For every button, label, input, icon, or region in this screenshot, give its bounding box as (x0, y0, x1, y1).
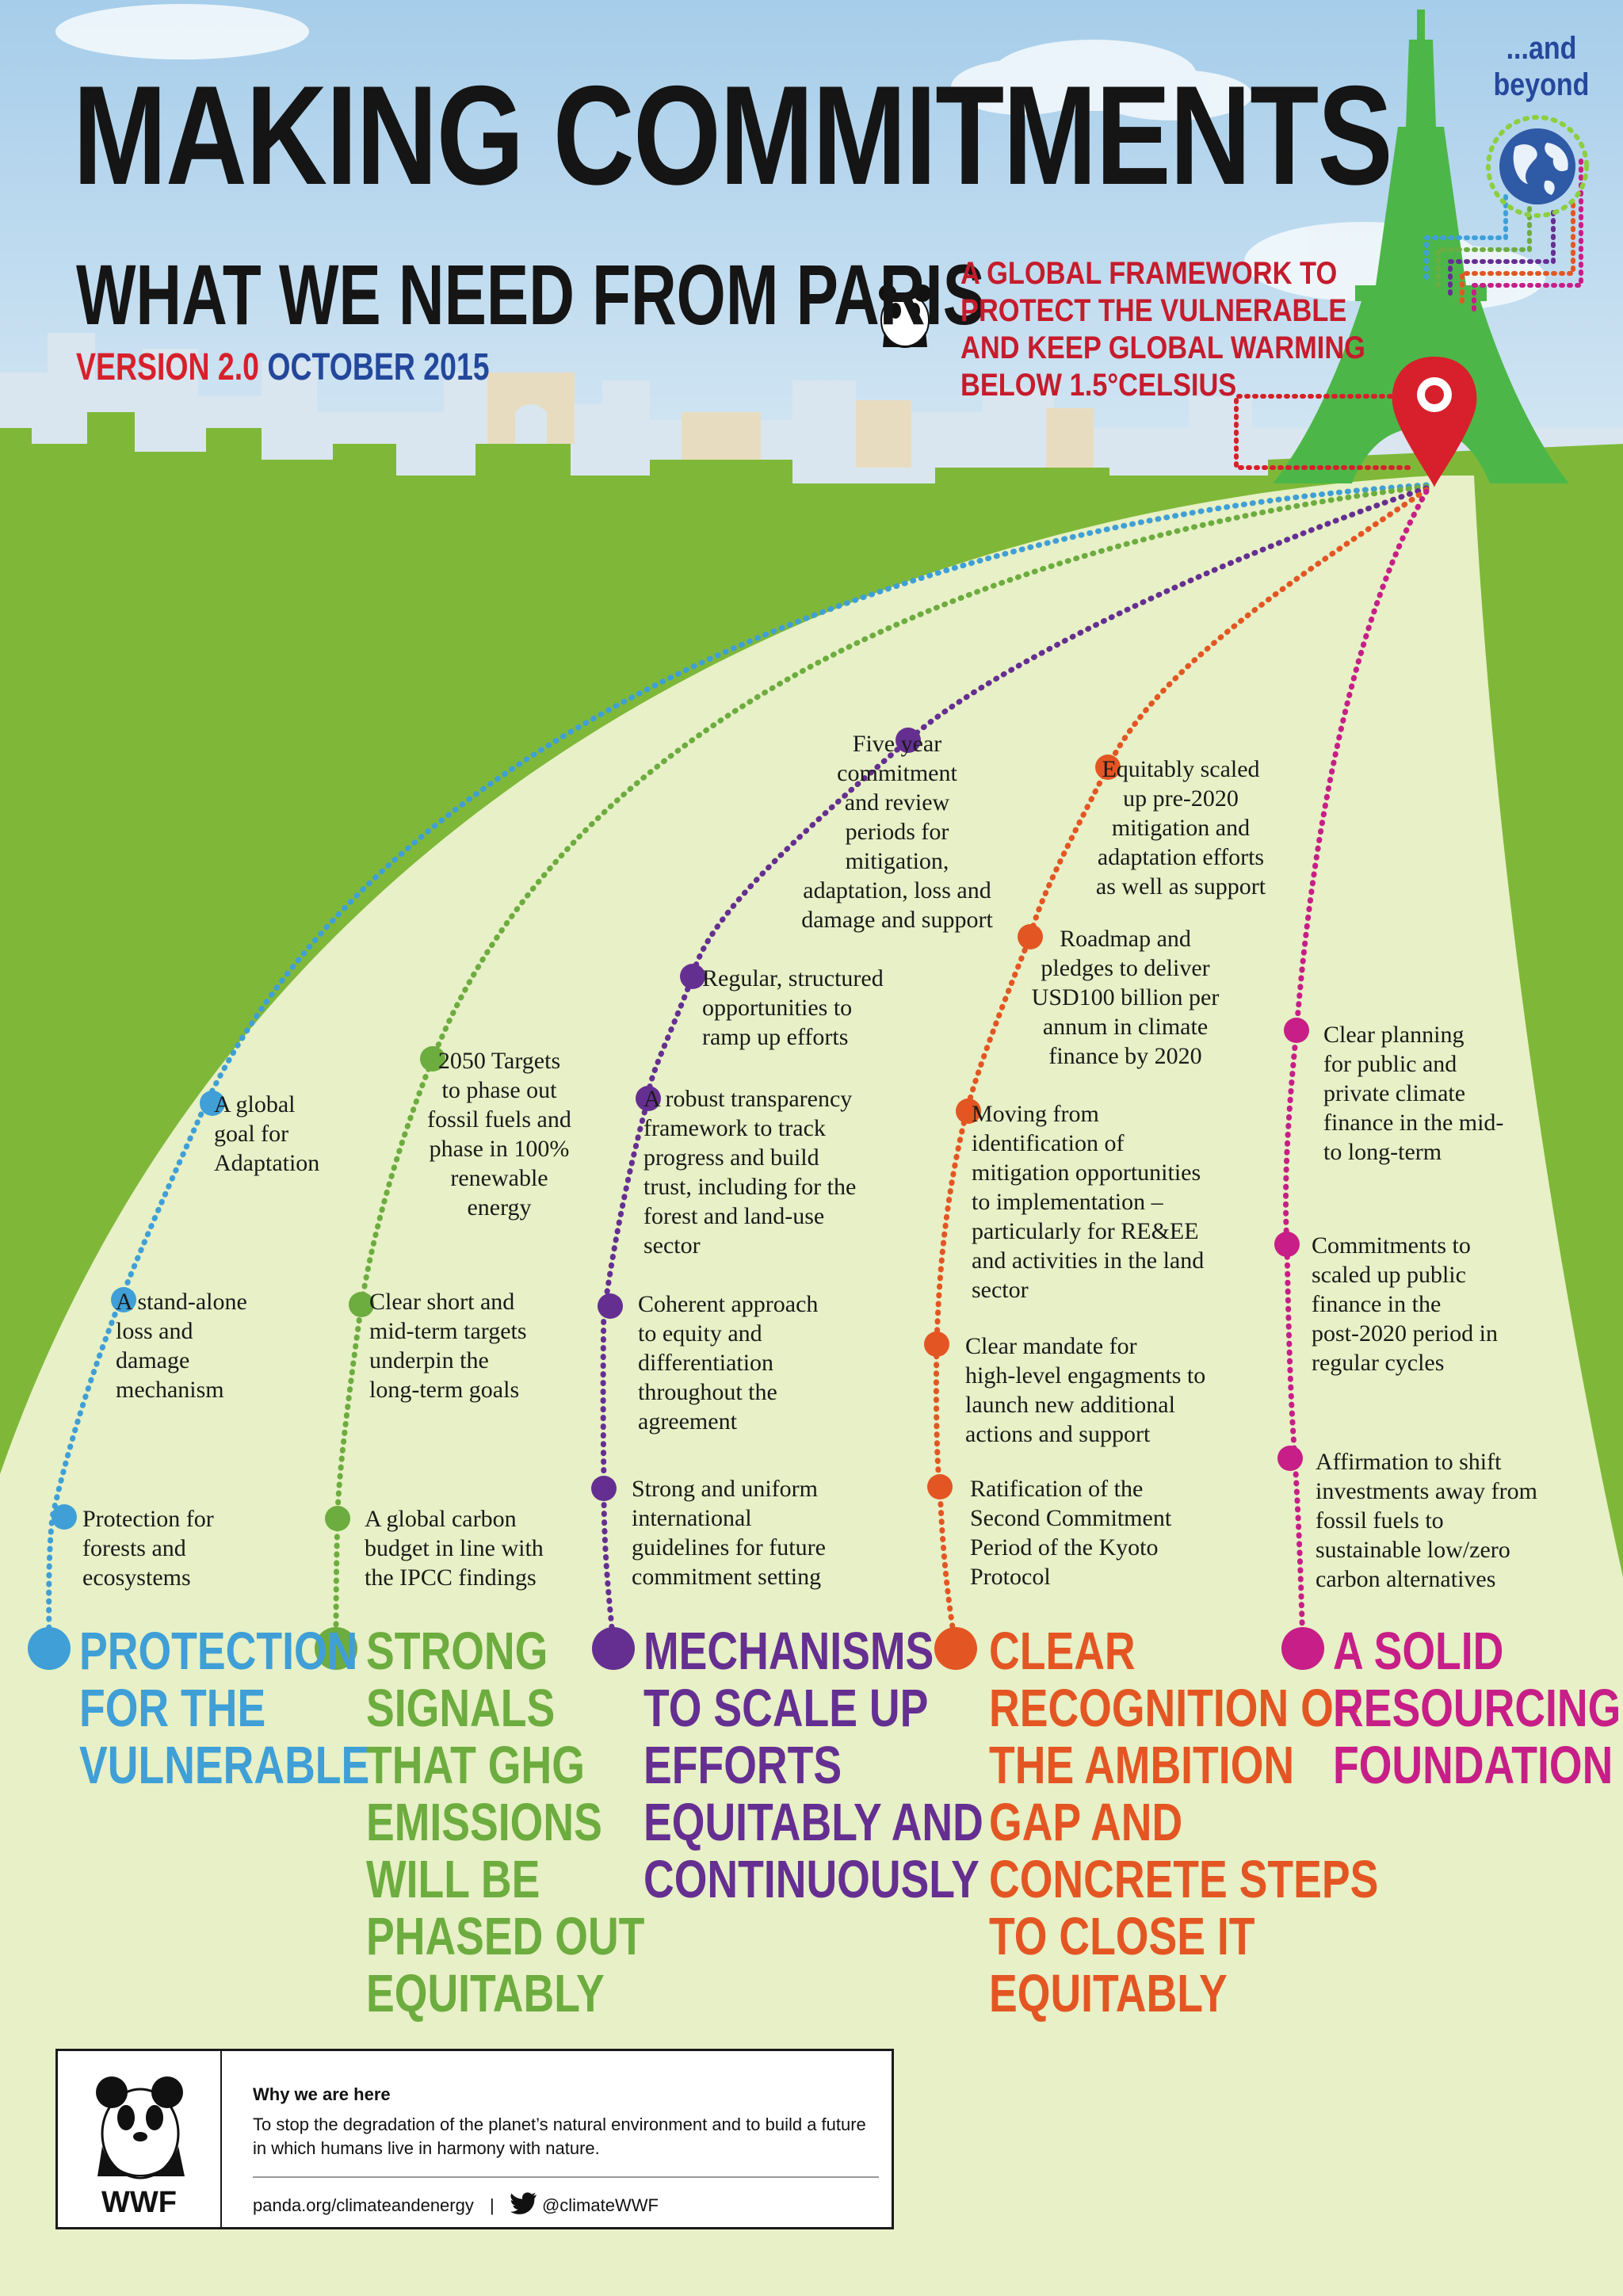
orange-milestone-dot-3 (956, 1098, 981, 1124)
location-pin-icon (1392, 357, 1477, 487)
blue-milestone-dot-3 (52, 1504, 77, 1530)
link-separator: | (489, 2195, 495, 2215)
purple-milestone-dot-4 (598, 1293, 623, 1319)
orange-milestone-dot-1 (1095, 755, 1121, 780)
blue-pillar-dot (28, 1627, 71, 1670)
purple-milestone-dot-5 (591, 1476, 617, 1501)
magenta-milestone-dot-2 (1274, 1232, 1300, 1257)
magenta-item-1: Clear planning for public and private cl… (1323, 1022, 1504, 1165)
purple-pillar-dot (592, 1627, 635, 1670)
magenta-milestone-dot-3 (1277, 1446, 1303, 1471)
purple-item-1: Five year commitment and review periods … (801, 731, 993, 933)
green-pillar-heading: STRONG SIGNALS THAT GHG EMISSIONS WILL B… (366, 1622, 645, 2023)
page-subtitle: WHAT WE NEED FROM PARIS (76, 246, 985, 342)
purple-milestone-dot-1 (896, 728, 921, 753)
blue-item-2: A stand-alone loss and damage mechanism (116, 1289, 247, 1403)
why-title: Why we are here (253, 2084, 391, 2104)
twitter-handle-link[interactable]: @climateWWF (541, 2195, 659, 2215)
purple-item-5: Strong and uniform international guideli… (632, 1476, 826, 1590)
orange-item-5: Ratification of the Second Commitment Pe… (970, 1476, 1172, 1590)
purple-milestone-dot-2 (680, 964, 705, 989)
magenta-item-3: Affirmation to shift investments away fr… (1316, 1449, 1537, 1592)
blue-item-1: A global goal for Adaptation (214, 1091, 320, 1176)
route-to-globe (1234, 156, 1583, 470)
magenta-milestone-dot-1 (1284, 1018, 1309, 1043)
wwf-logo: WWF (58, 2051, 222, 2227)
blue-pillar-heading: PROTECTION FOR THE VULNERABLE (79, 1622, 370, 1795)
purple-item-2: Regular, structured opportunities to ram… (702, 965, 884, 1050)
version-label: VERSION 2.0 (76, 346, 259, 388)
purple-milestone-dot-3 (636, 1086, 661, 1111)
green-milestone-dot-1 (420, 1046, 445, 1072)
orange-pillar-heading: CLEAR RECOGNITION OF THE AMBITION GAP AN… (989, 1622, 1379, 2023)
orange-item-2: Roadmap and pledges to deliver USD100 bi… (1031, 926, 1220, 1069)
page-title: MAKING COMMITMENTS (73, 56, 1393, 214)
road (0, 476, 1623, 2296)
wwf-wordmark: WWF (101, 2186, 177, 2219)
date-label: OCTOBER 2015 (267, 346, 490, 388)
purple-item-3: A robust transparency framework to track… (643, 1086, 857, 1259)
blue-item-3: Protection for forests and ecosystems (82, 1506, 214, 1591)
orange-item-1: Equitably scaled up pre-2020 mitigation … (1095, 756, 1266, 900)
globe-icon (1486, 115, 1589, 218)
purple-pillar-heading: MECHANISMS TO SCALE UP EFFORTS EQUITABLY… (643, 1622, 983, 1909)
orange-milestone-dot-2 (1018, 924, 1043, 949)
orange-item-3: Moving from identification of mitigation… (972, 1101, 1205, 1303)
panda-logo-icon (879, 285, 931, 348)
and-beyond-label: ...and beyond (1493, 31, 1590, 102)
magenta-item-2: Commitments to scaled up public finance … (1312, 1232, 1498, 1376)
orange-milestone-dot-5 (927, 1474, 953, 1499)
blue-milestone-dot-2 (111, 1287, 136, 1312)
magenta-pillar-heading: A SOLID RESOURCING FOUNDATION (1333, 1622, 1621, 1795)
pillar-routes (28, 482, 1430, 1670)
website-link[interactable]: panda.org/climateandenergy (253, 2195, 474, 2215)
mission-statement: To stop the degradation of the planet’s … (253, 2115, 866, 2158)
orange-milestone-dot-4 (924, 1331, 949, 1357)
orange-pillar-dot (934, 1627, 977, 1670)
footer-panel: WWF Why we are here To stop the degradat… (55, 2049, 894, 2229)
green-item-2: Clear short and mid-term targets underpi… (369, 1289, 527, 1403)
orange-item-4: Clear mandate for high-level engagments … (965, 1333, 1206, 1447)
version-line: VERSION 2.0 OCTOBER 2015 (76, 349, 490, 387)
footer-divider (253, 2176, 879, 2178)
twitter-bird-icon (510, 2192, 537, 2219)
green-milestone-dot-3 (325, 1506, 350, 1531)
blue-milestone-dot-1 (200, 1091, 225, 1116)
green-milestone-dot-2 (349, 1292, 374, 1317)
green-pillar-dot (315, 1627, 357, 1670)
framework-statement: A GLOBAL FRAMEWORK TO PROTECT THE VULNER… (960, 256, 1365, 403)
green-item-1: 2050 Targets to phase out fossil fuels a… (427, 1048, 571, 1221)
footer-links: panda.org/climateandenergy | @climateWWF (253, 2192, 659, 2219)
magenta-route-line (1283, 488, 1430, 1652)
magenta-pillar-dot (1281, 1627, 1324, 1670)
purple-item-4: Coherent approach to equity and differen… (638, 1291, 819, 1435)
green-item-3: A global carbon budget in line with the … (365, 1506, 544, 1591)
panda-logo-icon (96, 2076, 185, 2179)
